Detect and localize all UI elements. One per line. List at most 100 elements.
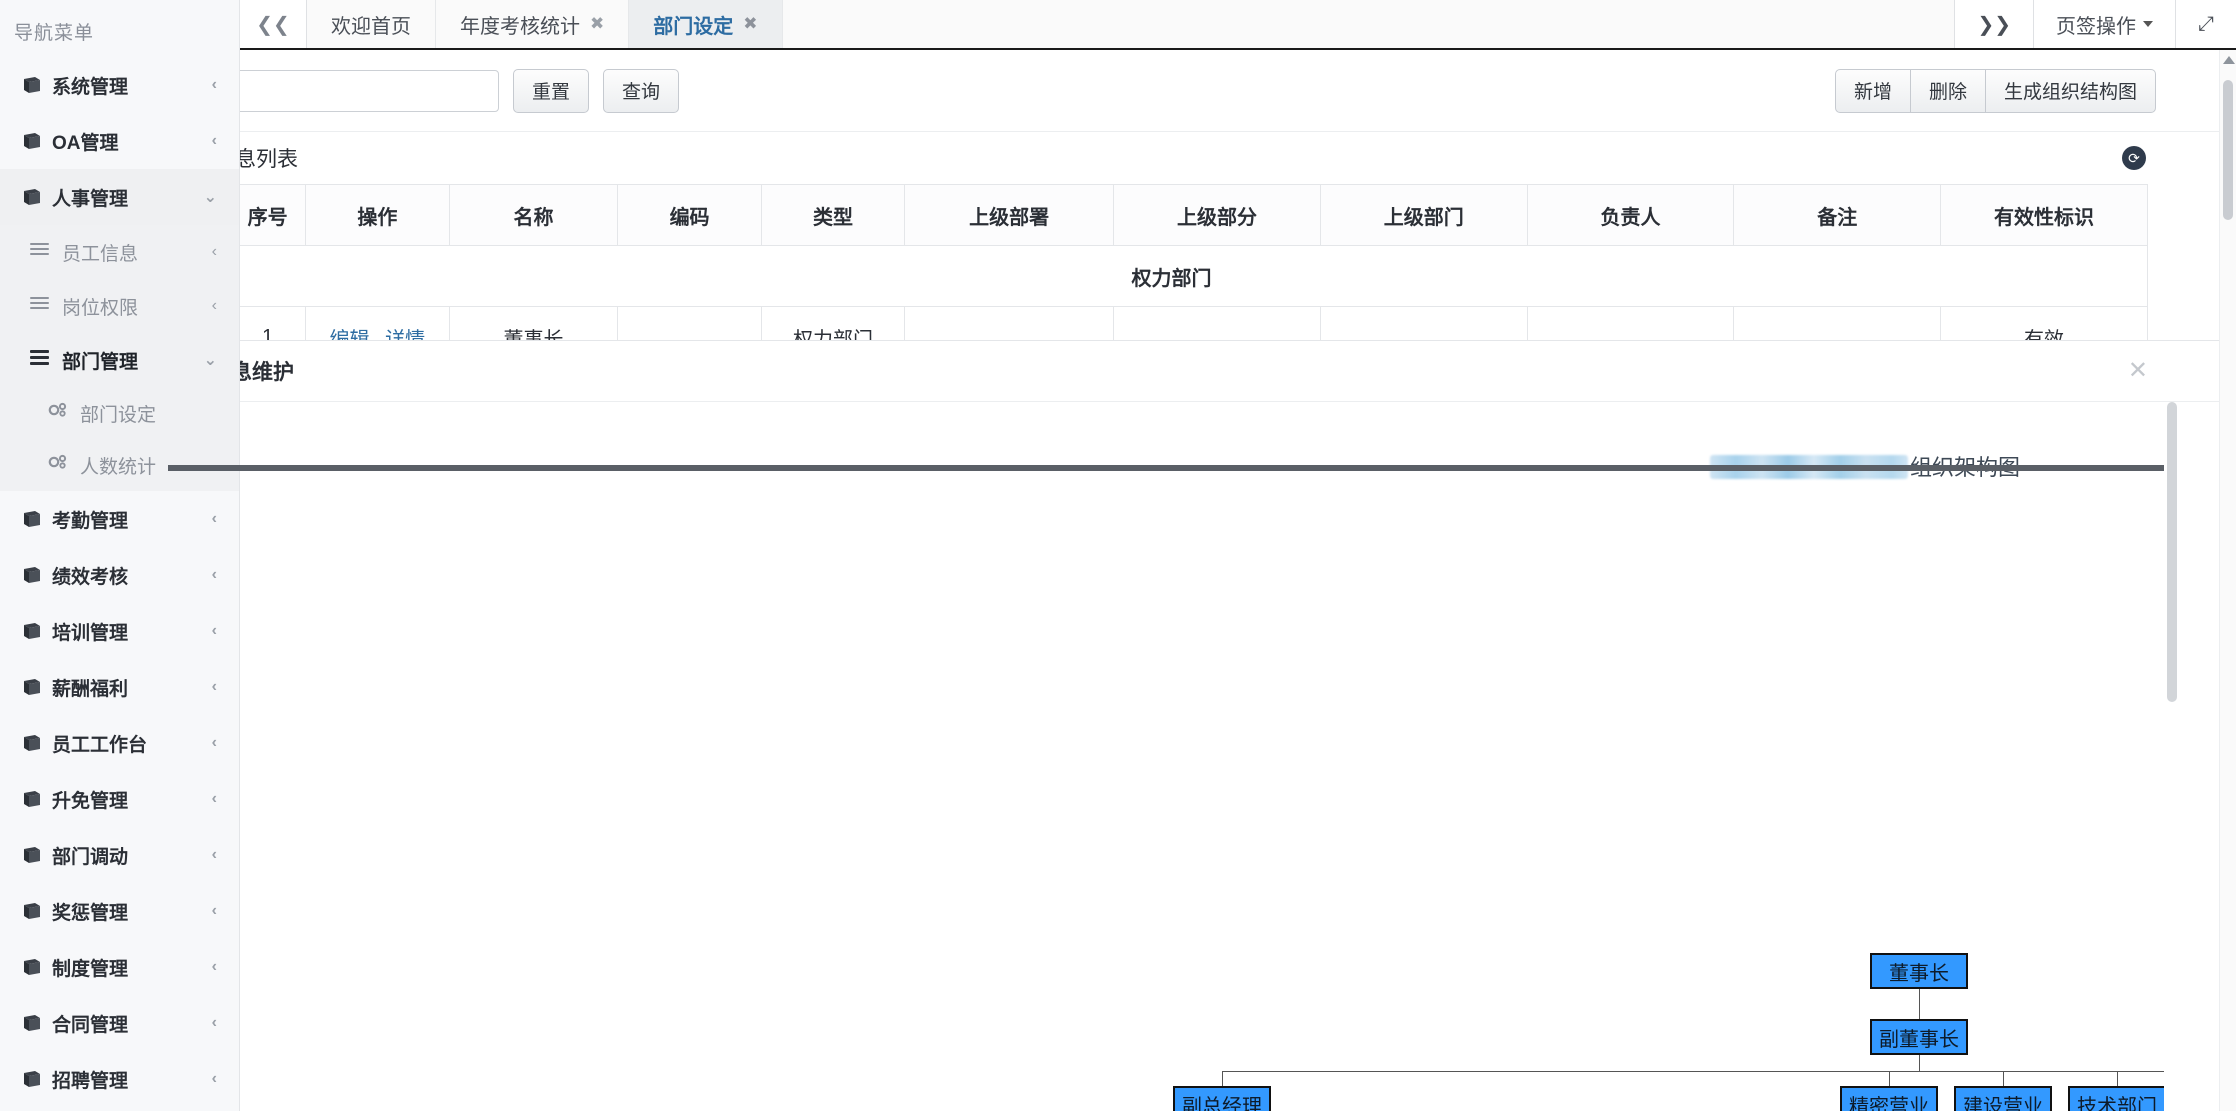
sidebar-item-1[interactable]: OA管理‹ (0, 113, 239, 169)
page-title: 部门信息列表 (240, 148, 298, 171)
tab-list: 欢迎首页年度考核统计✖部门设定✖ (307, 0, 1954, 48)
org-node-label: 技术部门 (2077, 1095, 2157, 1111)
nav-menu-title: 导航菜单 (14, 23, 95, 44)
sidebar-item-after-4[interactable]: 员工工作台‹ (0, 715, 239, 771)
chevron-icon: ‹ (211, 132, 217, 149)
sidebar-item-label: 奖惩管理 (52, 902, 129, 924)
org-edge-bus (1222, 1071, 2164, 1072)
col-code: 编码 (617, 184, 762, 246)
book-icon (22, 1070, 48, 1088)
sidebar-item-after-10[interactable]: 招聘管理‹ (0, 1051, 239, 1107)
col-parent-part: 上级部分 (1113, 184, 1321, 246)
org-edge-drop (1889, 1071, 1890, 1086)
org-chart: 董事长副董事长副总经理精密营业建设营业技术部门制造部门经营支援流通/外包生产技术… (168, 402, 2164, 1111)
book-icon (22, 790, 48, 808)
chevron-icon: ‹ (211, 1070, 217, 1087)
tab-close-icon[interactable]: ✖ (590, 14, 605, 33)
scroll-up-icon[interactable] (2223, 56, 2235, 64)
tab-label: 年度考核统计 (460, 15, 580, 38)
col-type: 类型 (760, 184, 906, 246)
chevron-icon: ‹ (211, 678, 217, 695)
sidebar-subitem-2[interactable]: 部门管理 ⌄ (0, 333, 239, 387)
col-valid: 有效性标识 (1940, 184, 2148, 246)
book-icon (22, 734, 48, 752)
double-chevron-right-icon[interactable]: ❯❯ (1954, 0, 2033, 48)
sidebar-subitem-0[interactable]: 员工信息‹ (0, 225, 239, 279)
modal-scrollbar[interactable] (2164, 402, 2180, 1111)
sidebar-item-after-9[interactable]: 合同管理‹ (0, 995, 239, 1051)
reset-button[interactable]: 重置 (513, 68, 590, 113)
org-node-label: 副总经理 (1182, 1095, 1262, 1111)
book-icon (22, 902, 48, 920)
tab-close-icon[interactable]: ✖ (743, 14, 758, 33)
org-node-n1[interactable]: 董事长 (1870, 953, 1968, 989)
sidebar-subitem-label: 岗位权限 (62, 297, 139, 319)
tab-2[interactable]: 部门设定✖ (629, 0, 783, 48)
modal-horizontal-scrollbar[interactable] (168, 465, 2164, 471)
org-node-n6[interactable]: 技术部门 (2068, 1086, 2164, 1111)
name-filter-input[interactable] (240, 69, 500, 112)
sidebar-item-after-0[interactable]: 考勤管理‹ (0, 491, 239, 547)
sidebar-subitem-label: 部门管理 (62, 351, 139, 373)
search-toolbar: 名称 重置 查询 新增 删除 生成组织结构图 (240, 50, 2236, 132)
sidebar-submenu-hr: 员工信息‹岗位权限‹ 部门管理 ⌄ 部门设定人数统计 (0, 225, 239, 491)
sidebar-item-label: 薪酬福利 (52, 678, 129, 700)
tab-0[interactable]: 欢迎首页 (307, 0, 436, 48)
modal-body: 组织架构图 董事长副董事长副总经理精密营业建设营业技术部门制造部门经营支援流通/… (168, 402, 2164, 1111)
modal-scrollbar-thumb[interactable] (2167, 402, 2177, 702)
chevron-icon: ‹ (211, 76, 217, 93)
tab-1[interactable]: 年度考核统计 ✖ (436, 0, 630, 48)
sidebar-item-after-6[interactable]: 部门调动‹ (0, 827, 239, 883)
org-edge-drop (1222, 1071, 1223, 1086)
sidebar-item-after-1[interactable]: 绩效考核‹ (0, 547, 239, 603)
sidebar-item-label: 人事管理 (52, 188, 129, 210)
sidebar-item-after-5[interactable]: 升免管理‹ (0, 771, 239, 827)
sidebar-item-label: 升免管理 (52, 790, 129, 812)
sidebar-item-after-8[interactable]: 制度管理‹ (0, 939, 239, 995)
sidebar-subitem-1[interactable]: 岗位权限‹ (0, 279, 239, 333)
org-node-n3[interactable]: 副总经理 (1173, 1086, 1271, 1111)
org-node-n5[interactable]: 建设营业 (1954, 1086, 2052, 1111)
delete-button[interactable]: 删除 (1910, 68, 1986, 113)
refresh-icon[interactable]: ⟳ (2122, 146, 2146, 170)
expand-icon[interactable]: ⤢ (2175, 0, 2236, 48)
chevron-icon: ‹ (211, 566, 217, 583)
generate-org-chart-button[interactable]: 生成组织结构图 (1985, 68, 2156, 113)
col-owner: 负责人 (1526, 184, 1735, 246)
chevron-icon: ⌄ (203, 352, 217, 369)
chevron-icon: ‹ (211, 902, 217, 919)
add-button[interactable]: 新增 (1834, 68, 1911, 113)
sidebar-item-label: 合同管理 (52, 1014, 129, 1036)
sidebar-subitem-label: 员工信息 (62, 243, 139, 265)
list-title-bar: 部门信息列表 ⟳ (240, 132, 2236, 184)
sidebar-item-0[interactable]: 系统管理‹ (0, 57, 239, 113)
chevron-icon: ⌄ (203, 189, 217, 206)
query-button[interactable]: 查询 (603, 68, 680, 113)
org-node-n2[interactable]: 副董事长 (1870, 1019, 1968, 1055)
org-edge-stem (1919, 989, 1920, 1004)
page-scrollbar-thumb[interactable] (2223, 80, 2233, 220)
sidebar-leaf-1[interactable]: 人数统计 (0, 439, 239, 491)
close-icon[interactable]: ✕ (2127, 357, 2148, 384)
sidebar-item-label: 部门调动 (52, 846, 129, 868)
book-icon (22, 1014, 48, 1032)
chevron-icon: ‹ (211, 958, 217, 975)
table-header-row: 序号 操作 名称 编码 类型 上级部署 上级部分 上级部门 负责人 备注 有效性… (240, 184, 2148, 246)
org-node-label: 副董事长 (1879, 1028, 1959, 1051)
col-operation: 操作 (305, 184, 450, 246)
top-tab-bar: ❮❮ 欢迎首页年度考核统计✖部门设定✖ ❯❯ 页签操作 ⤢ (240, 0, 2236, 50)
book-icon (22, 188, 48, 206)
sidebar-leaf-label: 部门设定 (80, 404, 157, 426)
org-node-n4[interactable]: 精密营业 (1840, 1086, 1938, 1111)
sidebar-item-after-7[interactable]: 奖惩管理 ‹ (0, 883, 239, 939)
sidebar-leaf-0[interactable]: 部门设定 (0, 387, 239, 439)
tab-action-menu[interactable]: 页签操作 (2033, 0, 2175, 48)
sidebar-item-2[interactable]: 人事管理 ⌄ (0, 169, 239, 225)
list-icon (30, 347, 56, 374)
page-scrollbar[interactable] (2219, 50, 2236, 1111)
sidebar-item-after-3[interactable]: 薪酬福利 ‹ (0, 659, 239, 715)
chevron-down-icon (2143, 21, 2153, 27)
sidebar-item-after-2[interactable]: 培训管理‹ (0, 603, 239, 659)
double-chevron-left-icon[interactable]: ❮❮ (240, 0, 307, 48)
